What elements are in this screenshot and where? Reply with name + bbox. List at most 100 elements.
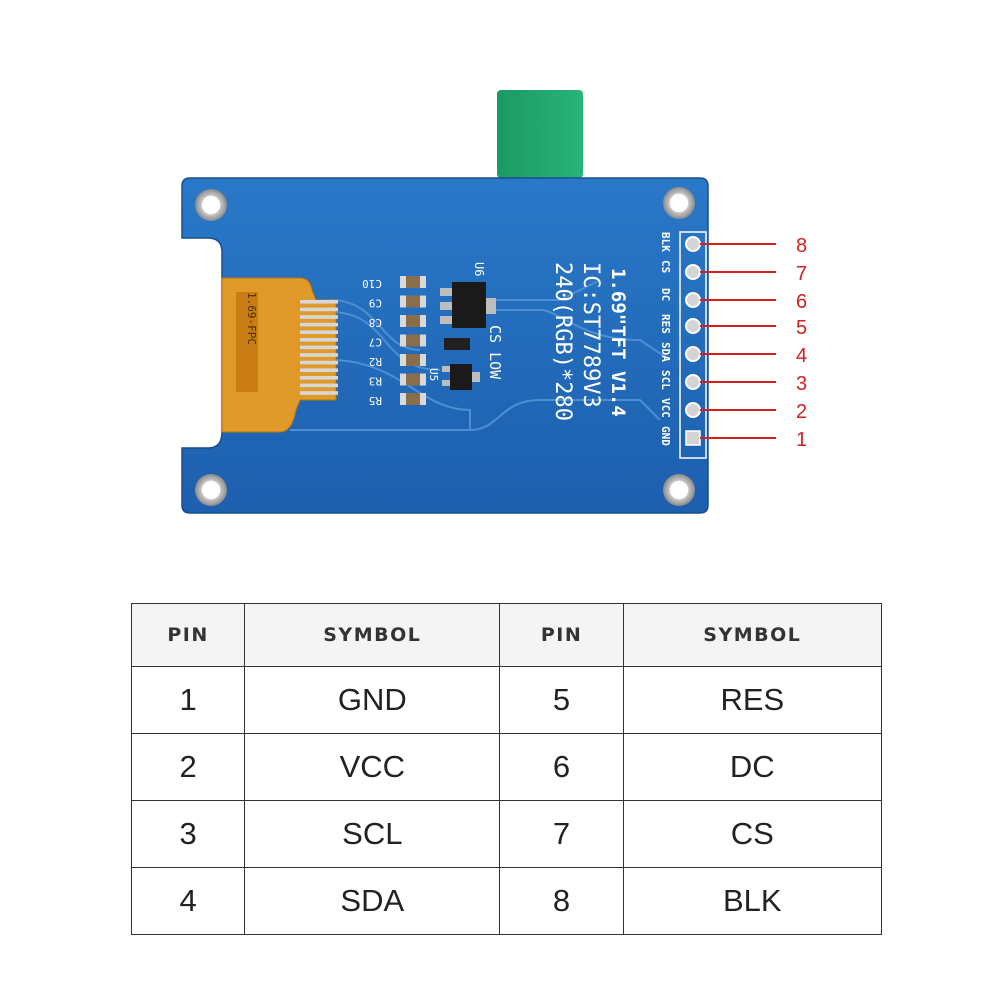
header-pin: PIN [499, 603, 624, 667]
table-row: 3 SCL 7 CS [130, 800, 883, 868]
smd-part [400, 295, 426, 308]
component-label: R3 [369, 375, 382, 388]
resolution-label: 240(RGB)*280 [550, 262, 575, 421]
component-label: C7 [369, 336, 382, 349]
transistor-u5: U5 [427, 364, 480, 390]
u6-label: U6 [472, 262, 486, 276]
smd-part [400, 393, 426, 405]
fpc-pin [300, 345, 338, 350]
header-pin-labels: BLK CS DC RES SDA SCL VCC GND [659, 232, 672, 446]
fpc-pin [300, 300, 338, 304]
pin-callout-number: 6 [796, 291, 807, 313]
pin-callout: 7 [700, 263, 807, 285]
fpc-pin [300, 368, 338, 372]
header-pin [685, 346, 701, 362]
pin-symbol: BLK [622, 867, 883, 935]
header-pin-label: GND [659, 426, 672, 446]
fpc-pin [300, 307, 338, 312]
fpc-pin [300, 330, 338, 334]
fpc-pin [300, 383, 338, 388]
header-pin-label: SCL [659, 370, 672, 390]
pin-callout-number: 7 [796, 263, 807, 285]
pin-number: 1 [130, 666, 246, 734]
header-pin-square [685, 430, 701, 446]
pin-number: 8 [499, 867, 624, 935]
smd-part [400, 315, 426, 327]
fpc-pin [300, 353, 338, 357]
mounting-hole-icon [195, 189, 227, 221]
pin-table: PIN SYMBOL PIN SYMBOL 1 GND 5 RES 2 VCC … [130, 603, 883, 935]
mounting-hole-icon [663, 187, 695, 219]
header-pin: PIN [130, 603, 246, 667]
pin-number: 7 [499, 800, 624, 868]
pin-callout: 2 [700, 401, 807, 423]
pin-number: 5 [499, 666, 624, 734]
fpc-pin [300, 376, 338, 380]
header-pin-label: DC [659, 288, 672, 301]
pin-callout: 8 [700, 235, 807, 257]
protective-film-tab[interactable] [497, 90, 583, 178]
component-label: R5 [369, 394, 382, 407]
pin-symbol: RES [622, 666, 883, 734]
pin-header-outline [679, 231, 707, 459]
table-row: 4 SDA 8 BLK [130, 867, 883, 935]
header-pin [685, 264, 701, 280]
table-row: 1 GND 5 RES [130, 666, 883, 734]
header-pin-label: SDA [659, 342, 672, 362]
pin-callout-number: 2 [796, 401, 807, 423]
fpc-pin [300, 391, 338, 395]
pin-number: 4 [130, 867, 246, 935]
smd-part [400, 373, 426, 386]
pin-callout-number: 5 [796, 317, 807, 339]
smd-components [400, 276, 470, 405]
mounting-hole-icon [195, 474, 227, 506]
header-pin-label: RES [659, 314, 672, 334]
mounting-holes [195, 187, 695, 506]
pin-callout: 4 [700, 345, 807, 367]
component-label: C10 [362, 277, 382, 290]
pin-callouts: 8 7 6 5 4 3 2 1 [700, 235, 807, 451]
pin-symbol: GND [244, 666, 501, 734]
component-label: R2 [369, 355, 382, 368]
fpc-pin [300, 360, 338, 365]
header-pin [685, 236, 701, 252]
pin-symbol: CS [622, 800, 883, 868]
pin-header [685, 236, 701, 446]
pin-symbol: SCL [244, 800, 501, 868]
model-label: 1.69"TFT V1.4 [607, 268, 629, 417]
pin-symbol: SDA [244, 867, 501, 935]
header-pin [685, 318, 701, 334]
pin-number: 6 [499, 733, 624, 801]
pin-callout: 5 [700, 317, 807, 339]
component-label: C9 [369, 297, 382, 310]
pin-callout-number: 4 [796, 345, 807, 367]
header-symbol: SYMBOL [622, 603, 883, 667]
pin-number: 3 [130, 800, 246, 868]
cs-low-label: CS LOW [486, 325, 504, 380]
table-row: 2 VCC 6 DC [130, 733, 883, 801]
pin-callout-number: 8 [796, 235, 807, 257]
pin-callout-number: 1 [796, 429, 807, 451]
fpc-pin [300, 322, 338, 327]
ic-label: IC:ST7789V3 [578, 262, 603, 408]
pin-symbol: VCC [244, 733, 501, 801]
pcb-traces [290, 279, 671, 431]
header-pin [685, 374, 701, 390]
smd-part [400, 276, 426, 288]
header-pin-label: BLK [659, 232, 672, 252]
u5-label: U5 [427, 368, 440, 381]
header-pin [685, 292, 701, 308]
header-symbol: SYMBOL [244, 603, 501, 667]
fpc-label: 1.69-FPC [245, 292, 258, 345]
header-pin-label: VCC [659, 398, 672, 418]
pin-callout-number: 3 [796, 373, 807, 395]
silkscreen-title: 1.69"TFT V1.4 IC:ST7789V3 240(RGB)*280 [550, 262, 629, 421]
smd-part [400, 334, 426, 347]
header-pin-label: CS [659, 260, 672, 273]
table-header-row: PIN SYMBOL PIN SYMBOL [130, 603, 883, 667]
pin-callout: 6 [700, 291, 807, 313]
regulator-u6: U6 [440, 262, 496, 328]
fpc-pin [300, 338, 338, 342]
